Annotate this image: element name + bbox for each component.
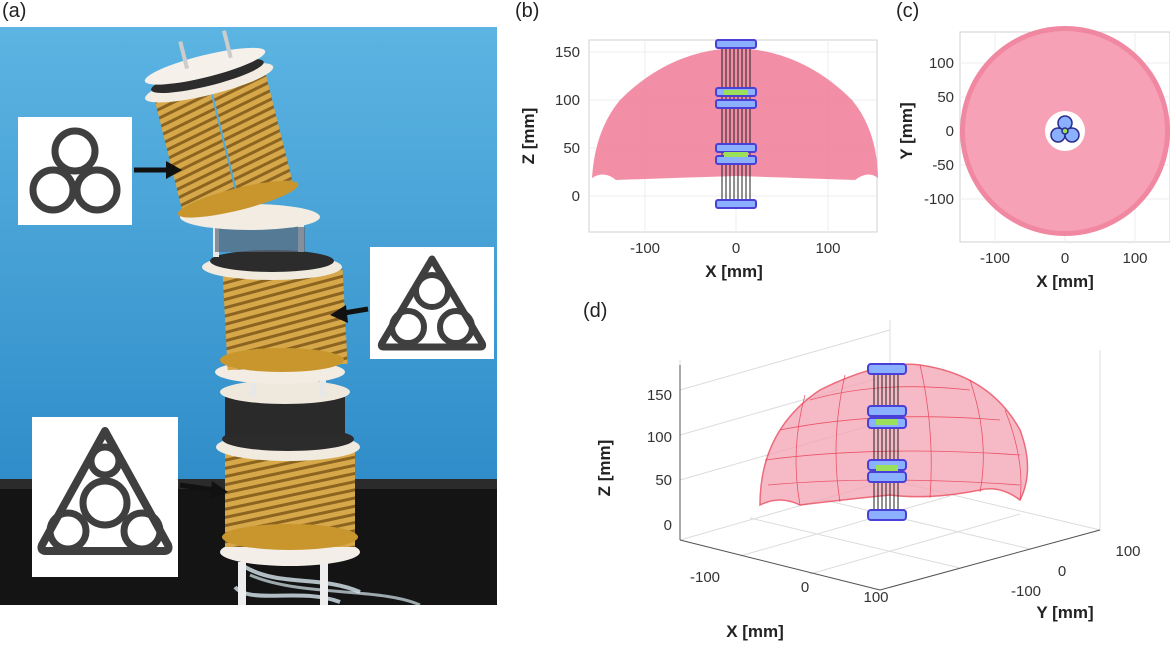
panel-label-c: (c) [896, 0, 920, 22]
lower-joint [215, 360, 350, 437]
d-ylabel: Y [mm] [1036, 603, 1093, 622]
support-rod [238, 562, 246, 605]
b-ytick-0: 150 [555, 44, 580, 61]
3d-workspace-plot: 150 100 50 0 -100 0 100 100 0 -100 X [mm… [595, 320, 1141, 641]
robot-photo-illustration [0, 27, 497, 605]
robot-side-view [715, 39, 757, 209]
robot-3d [867, 363, 907, 521]
b-ytick-1: 100 [555, 92, 580, 109]
d-zlabel: Z [mm] [595, 440, 614, 497]
middle-actuator-segment [202, 250, 348, 372]
arrow-to-lower-segment [179, 481, 228, 499]
cross-section-inset-top [18, 117, 132, 225]
panel-label-b: (b) [515, 0, 540, 22]
workspace-region [592, 48, 878, 180]
b-ytick-2: 50 [563, 140, 580, 157]
b-xlabel: X [mm] [705, 262, 763, 281]
b-xtick-1: 0 [732, 240, 740, 257]
robot-photo [0, 27, 497, 605]
c-xtick-2: 100 [1122, 250, 1147, 267]
c-ytick-2: 0 [946, 123, 954, 140]
b-xtick-2: 100 [815, 240, 840, 257]
b-xtick-0: -100 [630, 240, 660, 257]
c-ytick-1: 50 [937, 89, 954, 106]
d-ytick-2: -100 [1011, 583, 1041, 600]
lower-actuator-segment [216, 427, 360, 566]
d-ztick-1: 100 [647, 429, 672, 446]
d-ytick-0: 100 [1115, 543, 1140, 560]
upper-actuator-segment [144, 30, 299, 218]
cross-section-inset-bottom [32, 417, 178, 577]
panel-label-d: (d) [583, 300, 608, 322]
d-xtick-2: 100 [863, 589, 888, 606]
arrow-to-upper-segment [134, 161, 182, 179]
c-ylabel: Y [mm] [900, 102, 916, 159]
robot-top-view [1050, 115, 1080, 143]
c-xtick-1: 0 [1061, 250, 1069, 267]
b-ylabel: Z [mm] [519, 108, 538, 165]
arrow-to-middle-segment [330, 305, 369, 323]
xz-workspace-plot: -100 0 100 150 100 50 0 X [mm] Z [mm] [519, 39, 878, 281]
d-ztick-0: 150 [647, 387, 672, 404]
d-xlabel: X [mm] [726, 622, 784, 641]
c-ytick-4: -100 [924, 191, 954, 208]
c-xtick-0: -100 [980, 250, 1010, 267]
xy-workspace-plot: -100 0 100 100 50 0 -50 -100 X [mm] Y [m… [900, 26, 1170, 290]
b-ytick-3: 0 [572, 188, 580, 205]
d-ytick-1: 0 [1058, 563, 1066, 580]
panel-label-a: (a) [2, 0, 27, 22]
d-xtick-0: -100 [690, 569, 720, 586]
d-ztick-2: 50 [655, 472, 672, 489]
c-ytick-3: -50 [932, 157, 954, 174]
c-xlabel: X [mm] [1036, 272, 1094, 290]
c-ytick-0: 100 [929, 55, 954, 72]
d-ztick-3: 0 [664, 517, 672, 534]
d-xtick-1: 0 [801, 579, 809, 596]
cross-section-inset-middle [370, 247, 494, 359]
